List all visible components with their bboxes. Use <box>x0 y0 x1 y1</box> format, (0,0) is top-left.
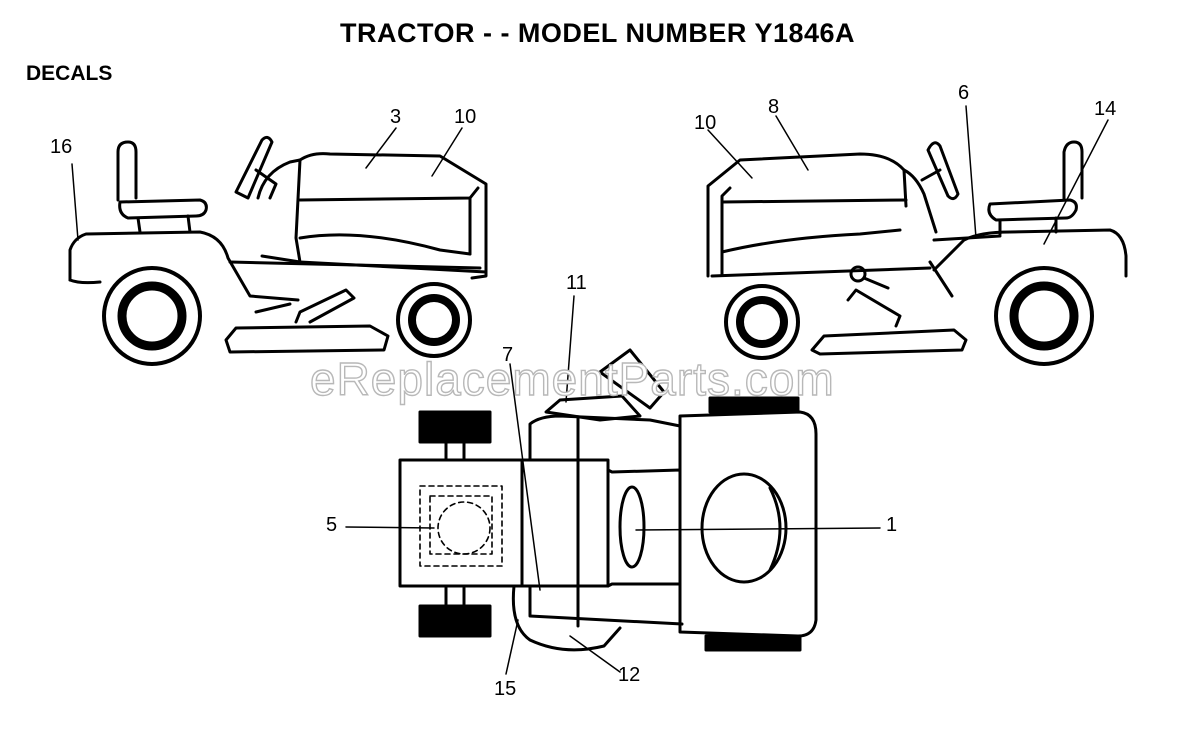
callout-14: 14 <box>1094 98 1117 120</box>
page-title: TRACTOR - - MODEL NUMBER Y1846A <box>339 18 856 48</box>
callout-3: 3 <box>390 106 402 128</box>
callout-10-right: 10 <box>694 112 717 134</box>
section-heading: DECALS <box>26 62 113 85</box>
callout-1: 1 <box>886 514 898 536</box>
tractor-right-side-view <box>706 140 1128 366</box>
callout-8: 8 <box>768 96 780 118</box>
callout-11: 11 <box>566 272 587 294</box>
tractor-top-view <box>398 348 818 652</box>
callout-12: 12 <box>618 664 641 686</box>
callout-16: 16 <box>50 136 73 158</box>
watermark-text: eReplacementParts.com <box>309 352 835 405</box>
leader-lines <box>71 105 1109 675</box>
callout-7: 7 <box>502 344 514 366</box>
callout-5: 5 <box>326 514 338 536</box>
callout-6: 6 <box>958 82 970 104</box>
callout-10-left: 10 <box>454 106 477 128</box>
callout-15: 15 <box>494 678 517 700</box>
tractor-left-side-view <box>68 135 488 366</box>
